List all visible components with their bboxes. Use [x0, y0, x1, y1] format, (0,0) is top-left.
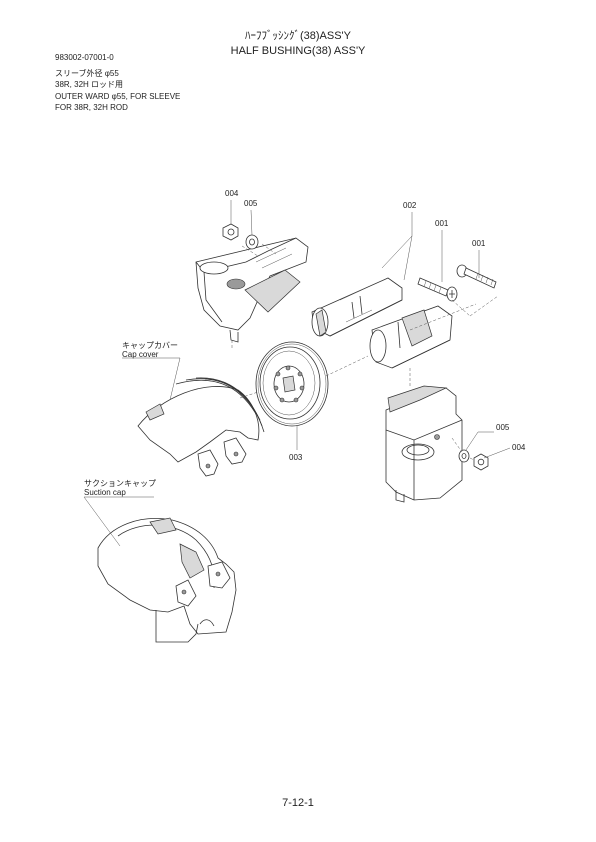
callout-003: 003 [289, 453, 303, 462]
cap-cover-label-jp: キャップカバー [122, 341, 178, 350]
title-japanese: ﾊｰﾌﾌﾞｯｼﾝｸﾞ(38)ASS'Y [244, 30, 351, 42]
title-english: HALF BUSHING(38) ASS'Y [230, 45, 366, 57]
nut-right [473, 453, 489, 471]
suction-cap [97, 517, 237, 643]
washer-top [245, 234, 259, 250]
cap-cover [137, 377, 265, 477]
upper-bracket [195, 237, 309, 343]
spec-english-line-1: OUTER WARD φ55, FOR SLEEVE [55, 91, 181, 101]
spec-english-line-2: FOR 38R, 32H ROD [55, 103, 128, 112]
part-number: 983002-07001-0 [55, 53, 114, 62]
callout-002: 002 [403, 201, 417, 210]
spec-japanese-line-2: 38R, 32H ロッド用 [55, 80, 124, 89]
leader-lines [83, 200, 511, 547]
page-number: 7-12-1 [282, 797, 314, 809]
pulley [255, 341, 329, 427]
alignment-lines [231, 243, 499, 461]
half-bushing-upper [311, 277, 403, 337]
washer-right [458, 449, 470, 463]
part-info-block: 983002-07001-0 スリーブ外径 φ55 38R, 32H ロッド用 … [55, 52, 180, 114]
suction-cap-label-jp: サクションキャップ [84, 479, 156, 488]
spec-japanese-line-1: スリーブ外径 φ55 [55, 68, 119, 78]
callout-004-top: 004 [225, 189, 239, 198]
half-bushing-lower [369, 305, 453, 369]
cap-cover-label-en: Cap cover [122, 350, 159, 359]
callout-005-right: 005 [496, 423, 510, 432]
lower-bracket [385, 385, 463, 503]
callout-004-right: 004 [512, 443, 526, 452]
callout-001-lower-bolt: 001 [435, 219, 449, 228]
callout-001-upper-bolt: 001 [472, 239, 486, 248]
bolt-upper [456, 264, 497, 289]
suction-cap-label-en: Suction cap [84, 488, 126, 497]
bolt-lower [417, 277, 458, 302]
callout-005-top: 005 [244, 199, 258, 208]
nut-top [222, 223, 239, 241]
